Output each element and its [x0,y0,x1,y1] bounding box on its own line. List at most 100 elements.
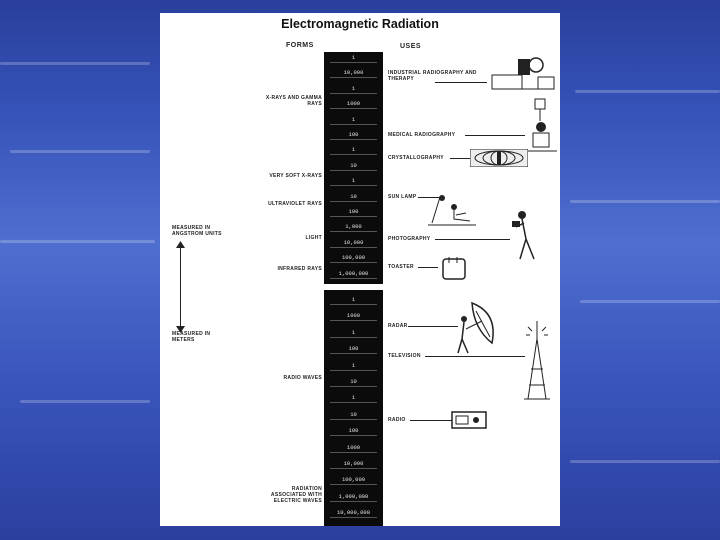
scale-tick-label: 1 [351,328,356,336]
scale-tick-label: 10,000 [343,69,364,77]
scale-tick-line [330,92,377,94]
use-radar: RADAR [388,323,408,329]
scale-tick-line [330,62,377,63]
scale-tick-line [330,451,377,453]
use-toaster: TOASTER [388,264,414,270]
tv-tower-icon [524,321,550,400]
scale-tick-label: 10 [350,161,357,169]
photographer-icon [512,211,535,260]
measure-arrow [180,245,181,329]
leader-line [418,197,440,198]
scale-tick-line [330,304,377,305]
leader-line [418,267,438,268]
scale-tick-line [330,154,377,156]
leader-line [425,356,525,357]
measure-meters: MEASURED IN METERS [172,331,211,343]
form-ultraviolet: ULTRAVIOLET RAYS [268,201,322,207]
scale-tick-line [330,336,377,338]
scale-tick-line [330,277,377,279]
form-light: LIGHT [305,235,322,241]
scale-tick-label: 1000 [346,443,361,451]
measure-angstrom: MEASURED IN ANGSTROM UNITS [172,225,222,237]
scale-gap [324,284,383,290]
scale-tick-label: 100 [348,427,359,435]
scale-tick-label: 1 [351,361,356,369]
leader-line [465,135,525,136]
leader-line [450,158,470,159]
scale-tick-line [330,123,377,125]
scale-tick-line [330,139,377,140]
leader-line [435,239,510,240]
radar-dish-icon [457,301,494,354]
scale-tick-line [330,517,377,519]
scale-tick-line [330,353,377,355]
scale-tick-label: 10 [350,378,357,385]
scale-tick-label: 100 [348,345,359,353]
scale-tick-line [330,77,377,79]
scale-tick-label: 100 [348,208,359,215]
measure-arrow-heads [176,241,185,333]
scale-tick-label: 1000 [346,100,361,108]
scale-tick-line [330,231,377,233]
scale-tick-label: 1 [351,115,356,123]
scale-tick-line [330,435,377,437]
page-title: Electromagnetic Radiation [281,17,439,31]
scale-tick-line [330,185,377,187]
use-crystallography: CRYSTALLOGRAPHY [388,155,444,161]
uses-header: USES [400,43,422,50]
scale-tick-label: 1,000,000 [338,492,369,500]
scale-tick-label: 1 [351,394,356,402]
sun-lamp-icon [428,195,476,226]
scale-tick-line [330,108,377,110]
scale-tick-label: 1 [351,296,356,303]
scale-tick-label: 100,000 [341,476,366,484]
scale-tick-label: 1 [351,177,356,185]
use-television: TELEVISION [388,353,421,359]
scale-tick-line [330,468,377,469]
scale-tick-label: 1 [351,146,356,154]
scale-tick-label: 10,000,000 [336,509,370,517]
form-very-soft-xrays: VERY SOFT X-RAYS [269,173,322,179]
form-infrared: INFRARED RAYS [277,266,322,272]
radio-icon [451,411,487,429]
scale-tick-line [330,169,377,171]
scale-tick-label: 10 [350,410,357,418]
scale-tick-line [330,200,377,202]
scale-tick-line [330,216,377,217]
scale-tick-label: 10,000 [343,460,364,467]
scale-tick-line [330,500,377,502]
leader-line [408,326,458,327]
slide: Electromagnetic Radiation FORMS USES 1 10… [160,13,560,526]
scale-tick-line [330,262,377,264]
xray-machine-icon [491,57,555,90]
form-radio-waves: RADIO WAVES [283,375,322,381]
scale-tick-label: 1 [351,54,356,61]
crystal-pattern-icon [470,149,528,167]
scale-tick-line [330,369,377,371]
scale-tick-line [330,402,377,404]
use-photography: PHOTOGRAPHY [388,236,431,242]
forms-header: FORMS [286,42,314,49]
scale-tick-label: 10 [350,192,357,200]
scale-tick-label: 1,000 [345,223,362,231]
scale-tick-label: 1000 [346,312,361,320]
scale-tick-line [330,418,377,420]
leader-line [435,82,487,83]
scale-tick-label: 100 [348,131,359,138]
form-xrays-gamma: X-RAYS AND GAMMA RAYS [265,95,322,107]
use-medical-radiography: MEDICAL RADIOGRAPHY [388,132,456,138]
scale-tick-label: 1 [351,84,356,92]
scale-tick-line [330,246,377,248]
toaster-icon [442,257,466,280]
use-sun-lamp: SUN LAMP [388,194,417,200]
scale-tick-line [330,484,377,486]
scale-tick-label: 100,000 [341,254,366,262]
use-radio: RADIO [388,417,406,423]
use-industrial-radiography: INDUSTRIAL RADIOGRAPHY AND THERAPY [388,70,477,82]
scale-tick-line [330,320,377,322]
medical-xray-icon [527,98,557,152]
scale-tick-label: 1,000,000 [338,269,369,277]
leader-line [410,420,452,421]
scale-tick-label: 10,000 [343,238,364,246]
form-electric-waves: RADIATION ASSOCIATED WITH ELECTRIC WAVES [270,486,322,504]
